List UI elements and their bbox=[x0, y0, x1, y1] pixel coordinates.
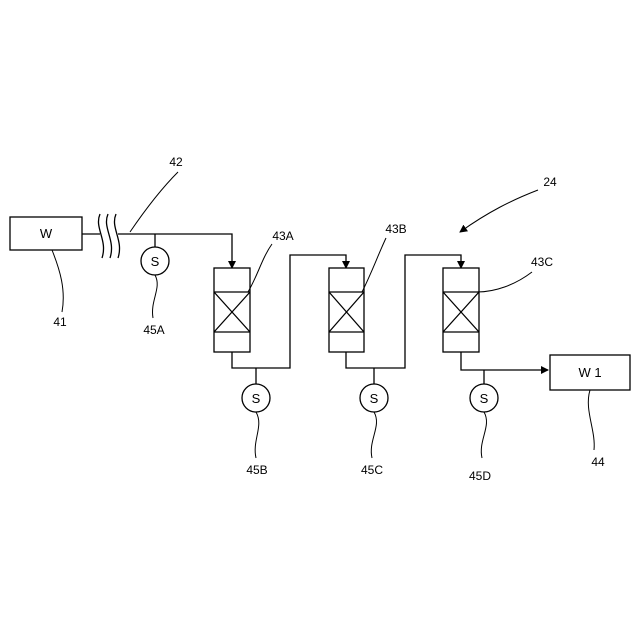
label-45d: 45D bbox=[469, 469, 491, 483]
label-44: 44 bbox=[591, 455, 605, 469]
sensor-45b: S bbox=[242, 384, 270, 412]
label-43a: 43A bbox=[272, 229, 293, 243]
leader-42 bbox=[130, 172, 178, 232]
column-43c bbox=[443, 268, 479, 352]
label-41: 41 bbox=[53, 315, 67, 329]
source-box-label: W bbox=[40, 226, 53, 241]
leader-44 bbox=[588, 390, 594, 450]
leader-45a bbox=[153, 275, 158, 318]
sensor-45d-symbol: S bbox=[480, 391, 489, 406]
source-box: W bbox=[10, 217, 82, 250]
leader-41 bbox=[52, 250, 63, 312]
leader-43b bbox=[362, 238, 386, 292]
leader-45d bbox=[481, 412, 486, 458]
label-43b: 43B bbox=[385, 222, 406, 236]
leader-43a bbox=[248, 244, 272, 292]
sensor-45a-symbol: S bbox=[151, 254, 160, 269]
sensor-45b-symbol: S bbox=[252, 391, 261, 406]
column-43a bbox=[214, 268, 250, 352]
leader-45c bbox=[371, 412, 376, 458]
arrow-24 bbox=[460, 190, 538, 232]
label-43c: 43C bbox=[531, 255, 553, 269]
sensor-45a: S bbox=[141, 247, 169, 275]
column-43b bbox=[329, 268, 364, 352]
sensor-45c-symbol: S bbox=[370, 391, 379, 406]
output-box: W 1 bbox=[550, 355, 630, 390]
sensor-45c: S bbox=[360, 384, 388, 412]
leader-43c bbox=[477, 272, 532, 292]
output-box-label: W 1 bbox=[578, 365, 601, 380]
label-45c: 45C bbox=[361, 463, 383, 477]
sensor-45d: S bbox=[470, 384, 498, 412]
pipe-43c-output bbox=[461, 352, 548, 370]
label-45a: 45A bbox=[143, 323, 164, 337]
label-24: 24 bbox=[543, 175, 557, 189]
label-45b: 45B bbox=[246, 463, 267, 477]
label-42: 42 bbox=[169, 155, 183, 169]
leader-45b bbox=[255, 412, 259, 458]
